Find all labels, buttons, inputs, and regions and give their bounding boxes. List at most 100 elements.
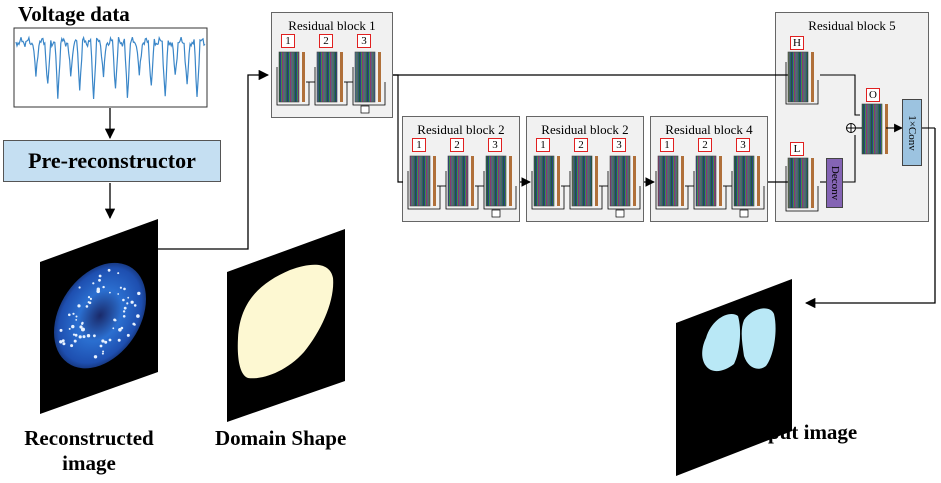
rb4-stack-2 <box>695 155 717 207</box>
reconstructed-dot <box>93 334 96 338</box>
rb2a-stack-2 <box>447 155 469 207</box>
reconstructed-dot <box>98 278 101 282</box>
reconstructed-dot <box>131 301 134 303</box>
reconstructed-dot <box>72 333 76 336</box>
reconstructed-dot <box>77 304 81 308</box>
reconstructed-dot <box>71 324 75 329</box>
rb2b-stack-1-bn <box>557 156 560 206</box>
reconstructed-dot <box>82 335 86 339</box>
rb5-stack-l-bn <box>811 158 814 208</box>
reconstructed-image-title: Reconstructed image <box>14 426 164 476</box>
reconstructed-dot <box>93 355 98 359</box>
rb2b-label-3: 3 <box>612 138 626 152</box>
reconstructed-dot <box>75 319 78 321</box>
rb2a-label-2: 2 <box>450 138 464 152</box>
rb2a-stack-1-bn <box>433 156 436 206</box>
reconstructed-dot <box>85 305 89 308</box>
rb1-stack-1-bn <box>302 52 305 102</box>
line-rb1-to-rb2a <box>393 74 403 183</box>
reconstructed-dot <box>92 282 95 285</box>
rb2b-label-2: 2 <box>574 138 588 152</box>
rb1-stack-3-bn <box>378 52 381 102</box>
reconstructed-dot <box>117 272 120 275</box>
rb4-stack-2-bn <box>719 156 722 206</box>
reconstructed-dot <box>133 323 136 326</box>
rb1-stack-1 <box>278 51 300 103</box>
rb5-stack-l <box>787 157 809 209</box>
rb1-stack-2 <box>316 51 338 103</box>
reconstructed-dot <box>102 350 105 353</box>
reconstructed-dot <box>123 287 126 291</box>
reconstructed-dot <box>109 291 111 294</box>
rb5-h-to-merge <box>820 74 860 116</box>
reconstructed-dot <box>70 344 74 348</box>
reconstructed-dot <box>104 340 108 344</box>
rb4-label-1: 1 <box>660 138 674 152</box>
reconstructed-dot <box>74 333 78 337</box>
rb2b-stack-2-bn <box>595 156 598 206</box>
rb2a-stack-3 <box>485 155 507 207</box>
reconstructed-dot <box>86 334 91 338</box>
rb4-stack-1 <box>657 155 679 207</box>
conv-1x-layer: 1×Conv <box>902 99 922 166</box>
reconstructed-dot <box>98 274 102 278</box>
reconstructed-dot <box>126 302 129 305</box>
rb1-stack-2-bn <box>340 52 343 102</box>
rb5-deconv-to-merge <box>840 135 856 183</box>
pre-reconstructor-label: Pre-reconstructor <box>28 148 196 173</box>
rb2b-stack-1 <box>533 155 555 207</box>
residual-block-2b-title: Residual block 2 <box>541 122 629 137</box>
deconv-layer: Deconv <box>826 158 843 208</box>
reconstructed-dot <box>136 314 140 318</box>
rb5-stack-o <box>861 103 883 155</box>
reconstructed-dot <box>114 319 117 322</box>
rb4-stack-3-bn <box>757 156 760 206</box>
reconstructed-dot <box>73 339 77 343</box>
rb4-label-2: 2 <box>698 138 712 152</box>
reconstructed-title-line2: image <box>62 451 116 475</box>
rb2a-stack-1 <box>409 155 431 207</box>
reconstructed-dot <box>75 315 78 318</box>
reconstructed-dot <box>101 352 104 355</box>
reconstructed-dot <box>133 304 137 307</box>
rb2b-stack-2 <box>571 155 593 207</box>
arrow-to-output <box>804 128 936 309</box>
reconstructed-dot <box>89 297 92 300</box>
reconstructed-dot <box>108 338 112 342</box>
reconstructed-dot <box>61 339 65 343</box>
reconstructed-dot <box>122 298 125 302</box>
rb2b-stack-3-bn <box>633 156 636 206</box>
reconstructed-dot <box>96 287 101 291</box>
residual-block-internals <box>276 51 888 218</box>
rb5-stack-o-bn <box>885 104 888 154</box>
reconstructed-dot <box>107 268 111 272</box>
pre-reconstructor-box: Pre-reconstructor <box>3 140 221 182</box>
reconstructed-dot <box>123 306 127 310</box>
residual-block-1-title: Residual block 1 <box>288 18 376 33</box>
rb4-stack-1-bn <box>681 156 684 206</box>
arrow-to-residual-1 <box>158 69 270 250</box>
reconstructed-dot <box>117 293 120 295</box>
domain-shape-title: Domain Shape <box>215 426 347 450</box>
reconstructed-dot <box>126 333 130 337</box>
conv-1x-label: 1×Conv <box>906 114 918 151</box>
rb1-stack-3 <box>354 51 376 103</box>
reconstructed-dot <box>137 291 141 296</box>
rb1-label-3: 3 <box>357 34 371 48</box>
rb4-label-3: 3 <box>736 138 750 152</box>
reconstructed-dot <box>119 286 122 289</box>
rb5-label-l: L <box>790 142 804 156</box>
reconstructed-dot <box>99 344 103 348</box>
rb4-stack-3 <box>733 155 755 207</box>
reconstructed-dot <box>118 328 122 332</box>
reconstructed-dot <box>59 328 63 332</box>
rb5-label-h: H <box>790 36 804 50</box>
reconstructed-dot <box>122 315 126 318</box>
reconstructed-dot <box>127 296 130 299</box>
reconstructed-dot <box>62 342 66 346</box>
reconstructed-dot <box>72 312 75 315</box>
domain-shape-image <box>227 229 345 422</box>
reconstructed-dot <box>68 313 71 317</box>
reconstructed-dot <box>117 338 121 342</box>
